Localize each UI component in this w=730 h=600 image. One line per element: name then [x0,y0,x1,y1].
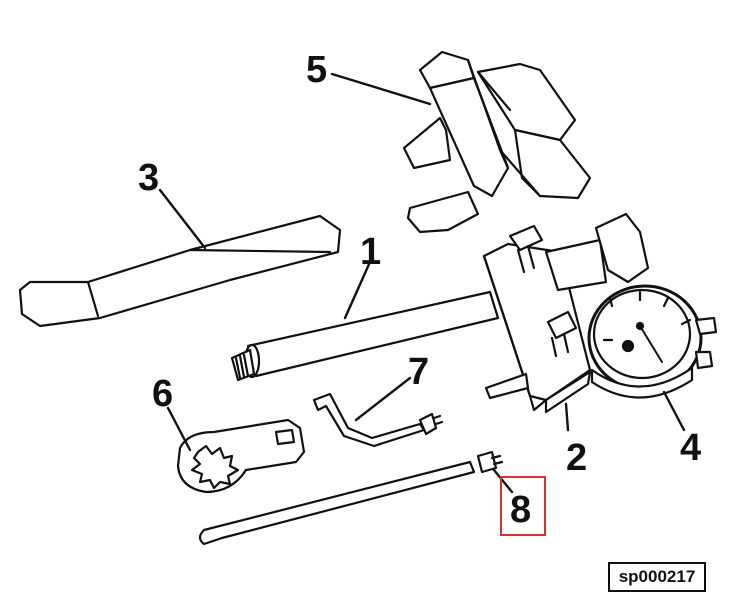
callout-4: 4 [680,427,701,469]
leader-3 [158,188,207,250]
part-2-gauge-body [482,212,650,414]
callout-3: 3 [138,157,159,199]
callout-5: 5 [306,49,327,91]
leader-5 [330,72,432,106]
part-1-shaft [230,290,500,382]
leader-7 [354,376,412,422]
leader-2 [564,402,570,432]
callout-7: 7 [408,351,429,393]
part-7-bent-rod [312,392,444,448]
leader-8 [492,468,514,494]
callout-2: 2 [566,437,587,479]
leader-6 [166,406,192,452]
callout-8: 8 [510,489,531,531]
part-6-spanner [176,418,306,494]
part-8-long-rod [198,450,504,546]
callout-8-highlight [500,476,546,536]
leader-4 [662,390,686,432]
leader-lines [158,72,686,494]
callout-1: 1 [360,231,381,273]
part-3-flat-bar [18,214,342,328]
reference-code-label: sp000217 [608,562,706,592]
part-5-puller-jaws [402,50,592,234]
callout-6: 6 [152,373,173,415]
leader-1 [343,260,372,320]
part-4-dial-indicator [587,284,718,399]
